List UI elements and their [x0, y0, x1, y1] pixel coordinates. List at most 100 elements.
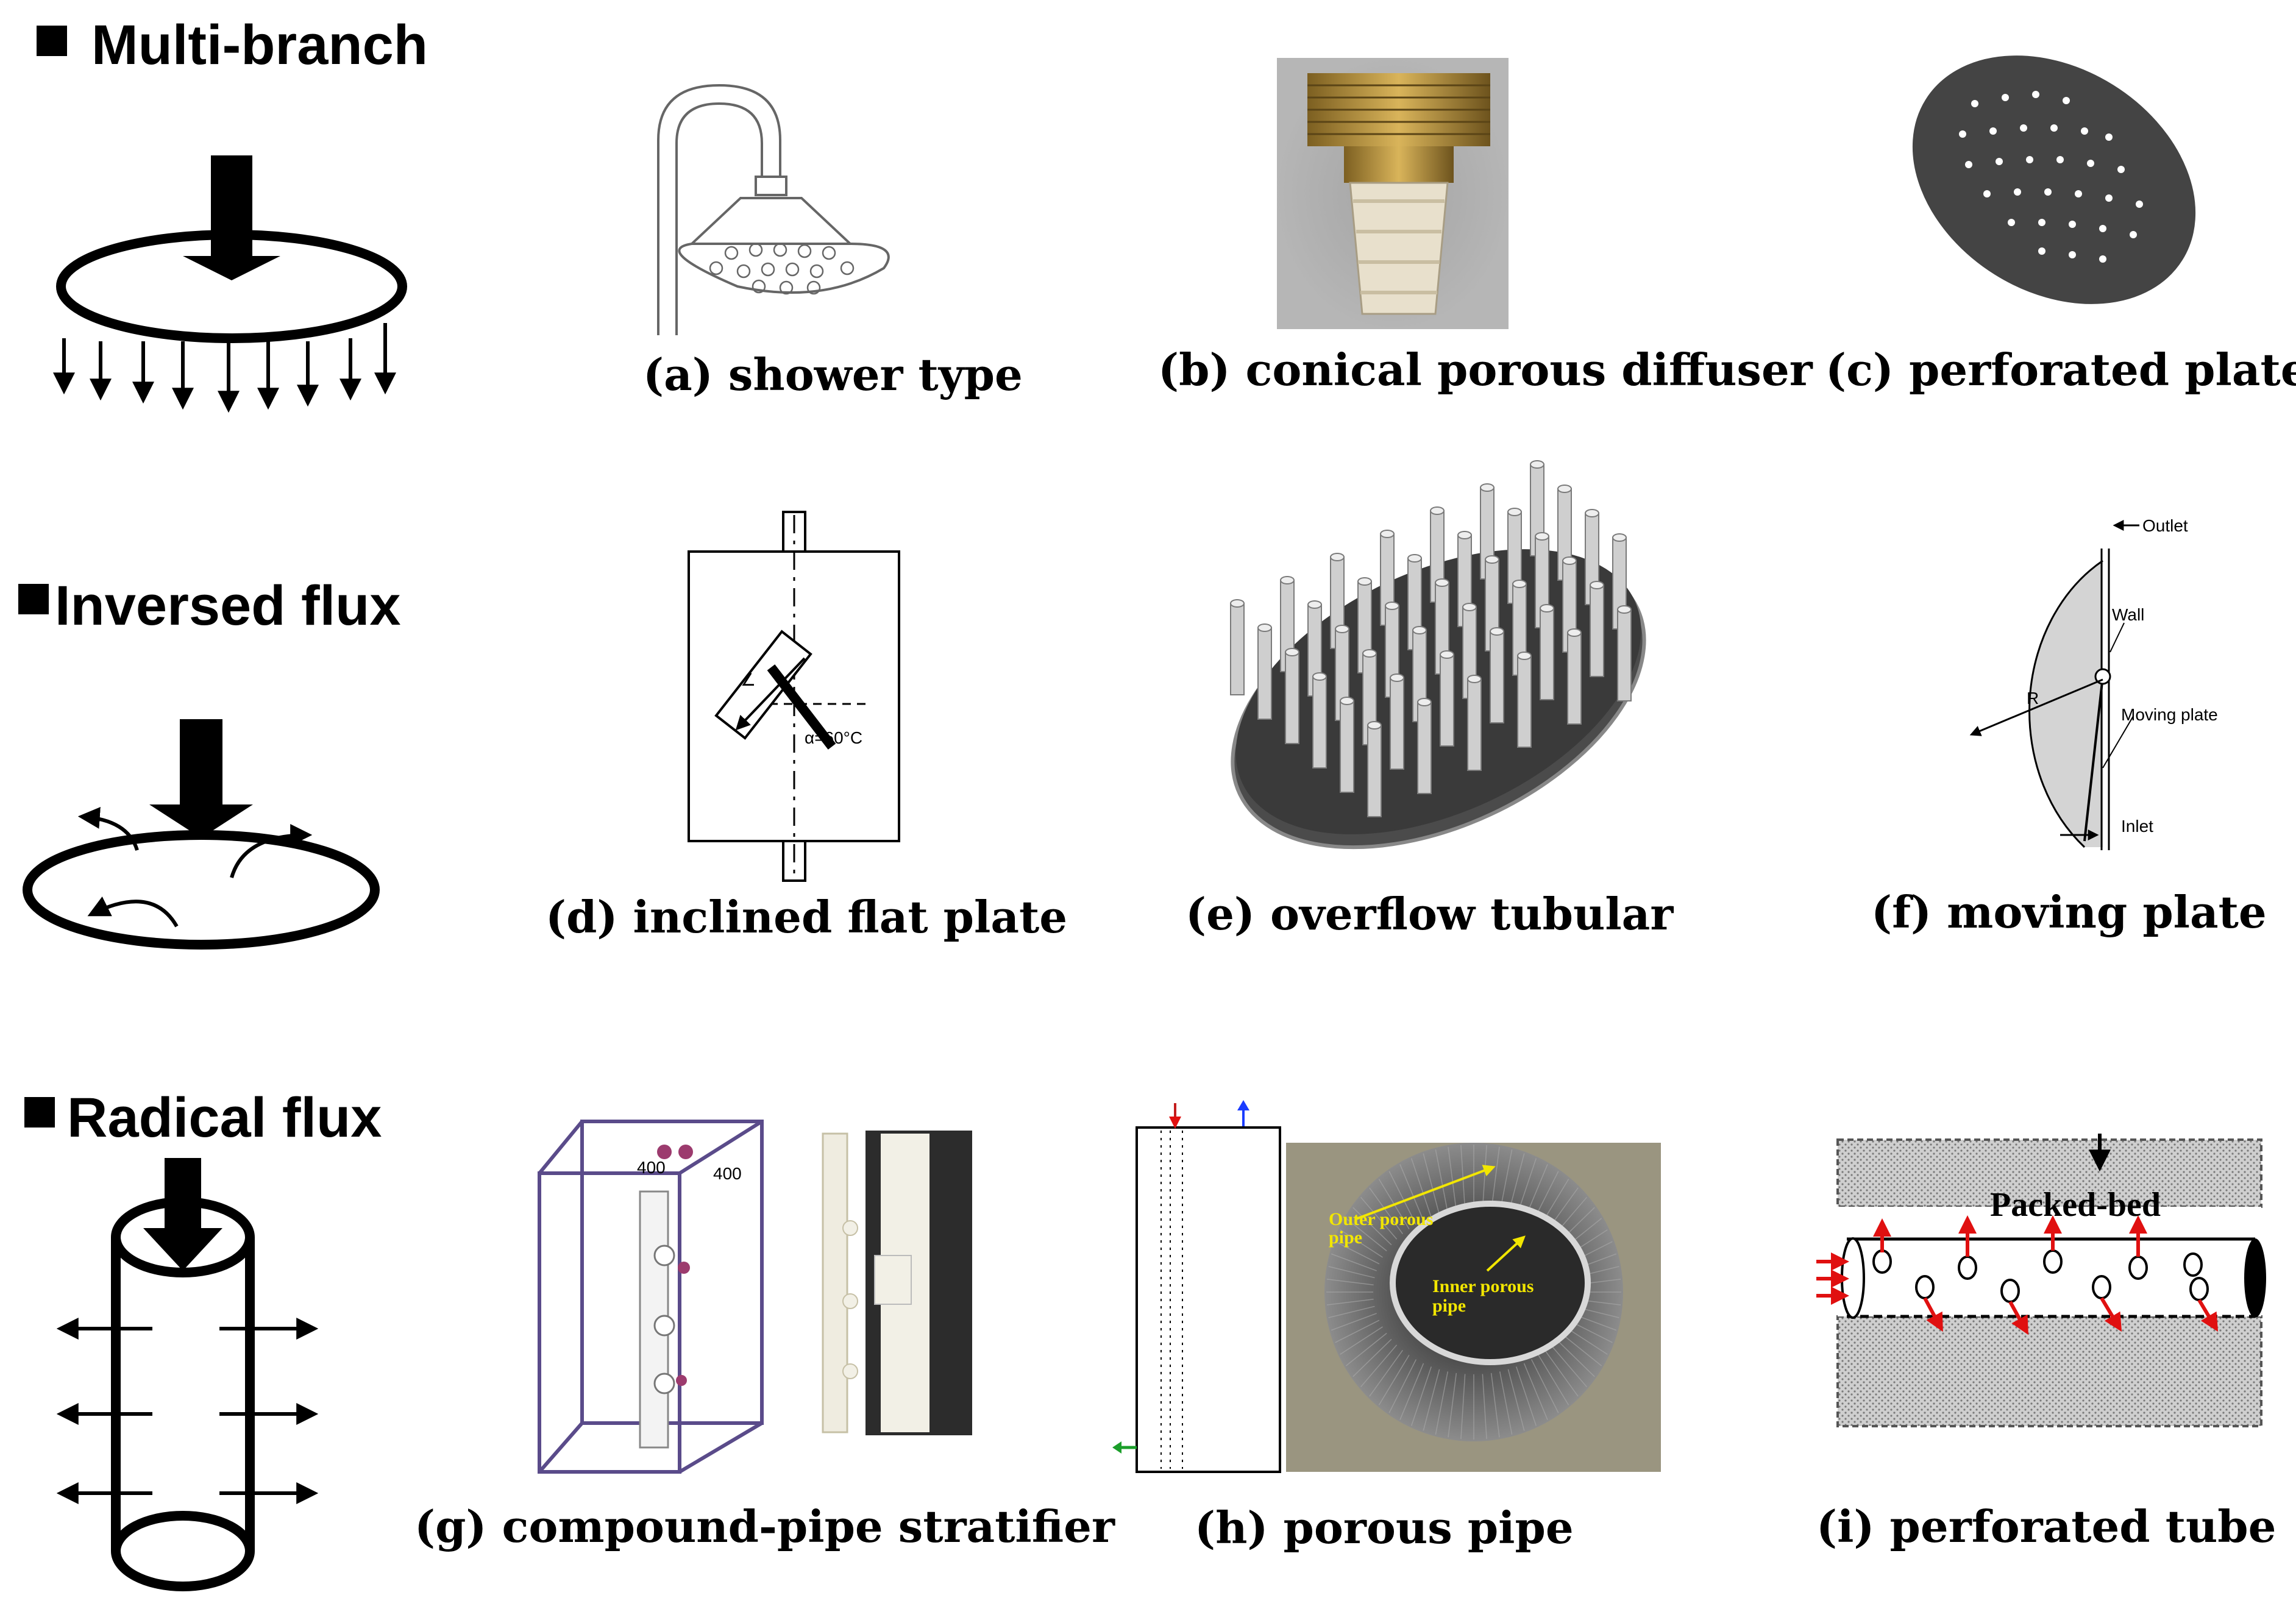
mesh-line [1340, 1229, 1383, 1258]
tube-top [1457, 531, 1472, 539]
caption-d: (d) inclined flat plate [546, 891, 1067, 943]
tube-top [1462, 603, 1477, 611]
tube-top [1480, 483, 1495, 492]
mesh-line [1345, 1218, 1387, 1252]
tube-top [1330, 553, 1345, 561]
mesh-line [1331, 1253, 1377, 1271]
mesh-line [1360, 1344, 1398, 1388]
tube [1590, 584, 1604, 677]
tube-top [1530, 460, 1544, 469]
tube-top [1590, 581, 1604, 589]
tube-top [1485, 555, 1499, 564]
tube-top [1517, 652, 1532, 660]
tube [1390, 677, 1404, 770]
tube-top [1367, 721, 1382, 730]
moving-plate-figure [1969, 520, 2139, 850]
mesh-line [1448, 1146, 1457, 1212]
caption-f: (f) moving plate [1871, 886, 2267, 938]
mesh-line [1448, 1373, 1457, 1438]
tube-top [1507, 508, 1522, 516]
packed-bed-label: Packed-bed [1990, 1186, 2161, 1224]
tube-top [1340, 697, 1354, 705]
mesh-line [1352, 1338, 1392, 1377]
overflow-tubular-figure [1230, 460, 1646, 850]
tube-top [1357, 577, 1372, 586]
mesh-line [1326, 1299, 1374, 1305]
mesh-line [1435, 1371, 1449, 1435]
inner-pipe-label: Inner porous [1432, 1276, 1534, 1296]
porous-pipe-figure [1112, 1100, 1661, 1473]
mesh-line [1360, 1196, 1398, 1240]
tube [1490, 631, 1504, 723]
caption-h: (h) porous pipe [1195, 1502, 1574, 1554]
tube-top [1280, 576, 1295, 584]
mesh-line [1399, 1363, 1424, 1420]
tube-top [1435, 578, 1449, 587]
mesh-line [1490, 1373, 1500, 1438]
mesh-line [1331, 1313, 1377, 1331]
mesh-line [1352, 1207, 1392, 1246]
mesh-line [1516, 1366, 1537, 1426]
caption-i: (i) perforated tube [1816, 1500, 2276, 1552]
tube-top [1257, 623, 1272, 632]
tube-array [1230, 460, 1632, 817]
tube [1540, 608, 1554, 700]
perforated-tube-figure [1816, 1134, 2266, 1427]
tube-top [1612, 533, 1627, 542]
mesh-line [1411, 1158, 1432, 1218]
inlet-label: Inlet [2121, 817, 2153, 836]
row-multi-branch: Multi-branch [37, 14, 2296, 413]
tube-top [1390, 673, 1404, 682]
tube [1417, 701, 1432, 794]
dim-label-2: 400 [713, 1164, 742, 1183]
tube [1340, 700, 1354, 793]
tube-top [1307, 600, 1322, 609]
caption-c: (c) perforated plate [1825, 344, 2296, 396]
caption-e: (e) overflow tubular [1185, 888, 1674, 940]
mesh-line [1345, 1332, 1387, 1366]
caption-a: (a) shower type [643, 349, 1023, 400]
mesh-line [1544, 1350, 1579, 1397]
tube [1257, 627, 1272, 720]
row-title-inversed-flux: Inversed flux [55, 575, 401, 637]
row-radical-flux: Radical flux [24, 1087, 2276, 1591]
mesh-line [1328, 1305, 1375, 1318]
mesh-line [1460, 1374, 1466, 1440]
bullet-square [37, 26, 67, 56]
tube-top [1440, 650, 1454, 659]
radical-flux-icon [56, 1158, 319, 1591]
mesh-line [1399, 1164, 1424, 1221]
mesh-line [1335, 1319, 1380, 1343]
compound-pipe-figure [538, 1120, 972, 1474]
mesh-line [1388, 1171, 1417, 1225]
alpha-label: α=60°C [805, 728, 862, 747]
row-title-multi-branch: Multi-branch [91, 14, 428, 76]
inclined-plate-figure [688, 511, 900, 882]
angle-mark: ∠ [741, 670, 756, 689]
tube-top [1567, 628, 1582, 637]
tube [1367, 725, 1382, 817]
mesh-line [1369, 1350, 1403, 1397]
tube-top [1467, 675, 1482, 683]
mesh-line [1411, 1366, 1432, 1426]
tube-top [1562, 556, 1577, 565]
tube-top [1585, 509, 1599, 517]
tube [1617, 609, 1632, 701]
mesh-line [1560, 1332, 1602, 1366]
tube-top [1417, 698, 1432, 706]
mesh-line [1388, 1359, 1417, 1413]
outlet-label: Outlet [2142, 516, 2188, 535]
tube [1440, 654, 1454, 747]
mesh-line [1523, 1363, 1548, 1420]
mesh-line [1335, 1241, 1380, 1265]
tube [1230, 603, 1245, 695]
bullet-square [24, 1097, 55, 1128]
inversed-flux-icon [23, 719, 380, 950]
tube-top [1557, 485, 1572, 493]
tube-top [1312, 672, 1327, 681]
tube-top [1335, 625, 1349, 633]
tube-top [1285, 648, 1299, 656]
multi-branch-icon [53, 155, 407, 413]
mesh-line [1435, 1149, 1449, 1213]
